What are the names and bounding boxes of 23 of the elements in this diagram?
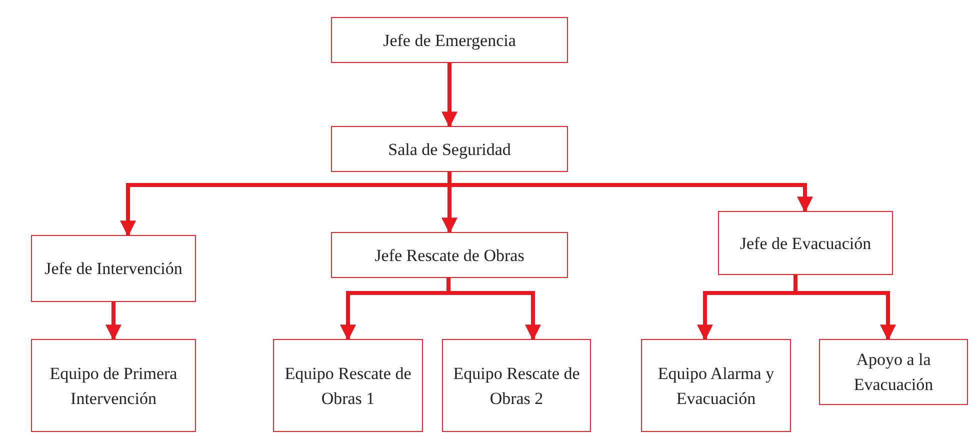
role-label: Jefe de Intervención [44, 258, 182, 280]
role-label: Apoyo a la Evacuación [852, 349, 934, 396]
org-box [331, 17, 568, 63]
arrow [448, 172, 813, 213]
role-label: Jefe de Evacuación [740, 232, 872, 254]
org-box [31, 339, 196, 432]
role-label: Equipo Rescate de Obras 1 [284, 362, 412, 410]
org-box [819, 339, 968, 405]
org-box [31, 235, 196, 302]
org-box [718, 211, 893, 275]
role-label: Equipo de Primera Intervención [48, 362, 178, 410]
role-label: Equipo Alarma y Evacuación [656, 362, 776, 410]
org-box [641, 339, 791, 432]
arrow [442, 63, 458, 128]
org-box [442, 339, 591, 432]
role-label: Jefe de Emergencia [383, 30, 516, 52]
org-box [273, 339, 423, 432]
role-label: Jefe Rescate de Obras [374, 244, 524, 266]
arrow [106, 302, 122, 341]
org-box [331, 126, 568, 172]
role-label: Sala de Seguridad [388, 138, 511, 161]
role-label: Equipo Rescate de Obras 2 [452, 362, 581, 410]
org-box [331, 232, 568, 278]
